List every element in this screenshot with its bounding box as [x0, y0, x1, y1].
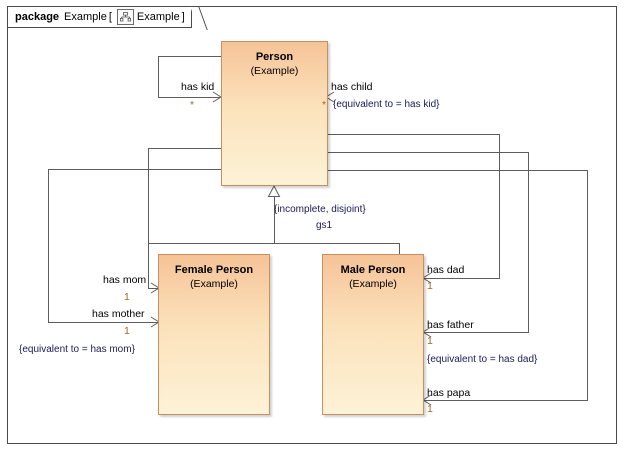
has-father-line-h2: [423, 332, 529, 333]
multiplicity-has-child: *: [322, 99, 327, 111]
class-person-qualifier: (Example): [250, 65, 299, 77]
class-male-person-name: Male Person: [340, 264, 406, 276]
class-male-person[interactable]: Male Person (Example): [322, 254, 424, 415]
generalization-set-name: gs1: [316, 220, 333, 231]
has-father-line-h1: [327, 152, 529, 153]
has-mother-line-v: [48, 169, 49, 322]
has-mother-line-h1: [48, 169, 222, 170]
diagram-name: Example: [136, 11, 180, 23]
bracket-close: ]: [181, 11, 185, 23]
class-person[interactable]: Person (Example): [221, 41, 328, 186]
has-dad-line-h1: [327, 134, 500, 135]
generalization-trunk: [274, 196, 275, 244]
class-male-person-qualifier: (Example): [349, 278, 397, 290]
has-mom-line-v: [148, 148, 149, 288]
constraint-has-father: {equivalent to = has dad}: [427, 354, 538, 365]
has-mother-line-h2: [48, 322, 158, 323]
multiplicity-has-mother: 1: [124, 325, 130, 337]
has-dad-line-v: [499, 134, 500, 278]
has-papa-line-h2: [423, 400, 588, 401]
label-has-mom: has mom: [103, 274, 147, 286]
package-keyword: package: [15, 11, 60, 23]
bracket-open: [: [108, 11, 112, 23]
label-has-child: has child: [331, 81, 373, 93]
class-person-name: Person: [255, 51, 294, 63]
generalization-branch-female: [148, 243, 149, 255]
class-female-person-qualifier: (Example): [190, 278, 238, 290]
generalization-constraint: {incomplete, disjoint}: [274, 204, 366, 215]
label-has-dad: has dad: [427, 264, 465, 276]
label-has-papa: has papa: [427, 387, 471, 399]
has-papa-line-h1: [327, 170, 588, 171]
has-father-line-v: [528, 152, 529, 332]
has-mom-line-h2: [148, 288, 158, 289]
generalization-branch-male: [399, 243, 400, 255]
constraint-has-mother: {equivalent to = has mom}: [19, 344, 135, 355]
has-kid-line-left: [158, 56, 159, 97]
has-papa-line-v: [587, 170, 588, 400]
label-has-kid: has kid: [181, 81, 215, 93]
constraint-has-child: {equivalent to = has kid}: [333, 99, 440, 110]
multiplicity-has-papa: 1: [427, 403, 433, 415]
multiplicity-has-kid: *: [190, 99, 195, 111]
has-dad-line-h2: [423, 278, 500, 279]
label-has-mother: has mother: [92, 308, 145, 320]
label-has-father: has father: [427, 319, 474, 331]
multiplicity-has-father: 1: [427, 335, 433, 347]
package-name: Example: [64, 11, 107, 23]
has-kid-line-top: [158, 56, 222, 57]
class-female-person[interactable]: Female Person (Example): [158, 254, 270, 415]
package-header-tab: package Example [ Example ]: [7, 6, 192, 28]
multiplicity-has-dad: 1: [427, 280, 433, 292]
multiplicity-has-mom: 1: [124, 291, 130, 303]
generalization-crossbar: [148, 243, 400, 244]
package-diagram-icon: [116, 9, 134, 25]
class-female-person-name: Female Person: [174, 264, 254, 276]
has-kid-line-bottom: [158, 97, 220, 98]
has-mom-line-h1: [148, 148, 222, 149]
